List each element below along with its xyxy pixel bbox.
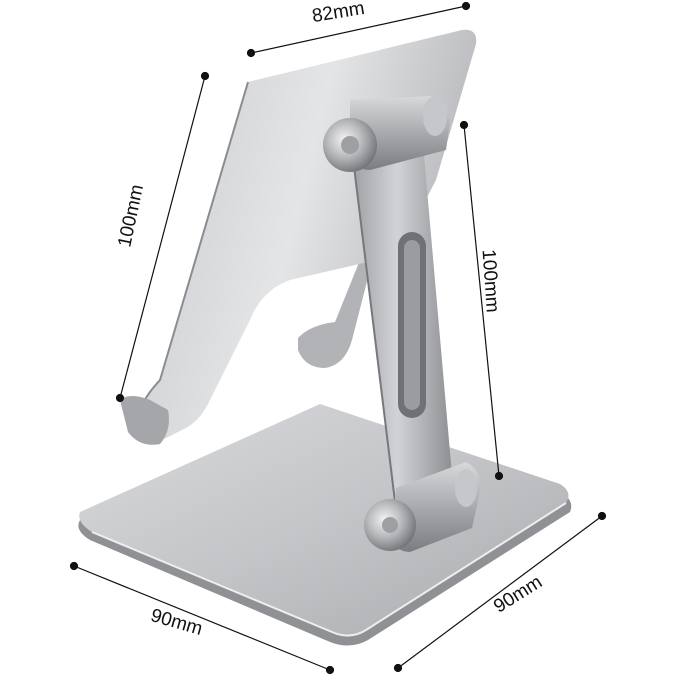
bottom-hinge (364, 462, 481, 552)
dimension-lines (69, 1, 607, 675)
support-arm (351, 132, 452, 511)
top-hinge (323, 96, 450, 172)
dimension-label-arm-height: 100mm (477, 248, 503, 314)
rear-support (298, 260, 372, 368)
